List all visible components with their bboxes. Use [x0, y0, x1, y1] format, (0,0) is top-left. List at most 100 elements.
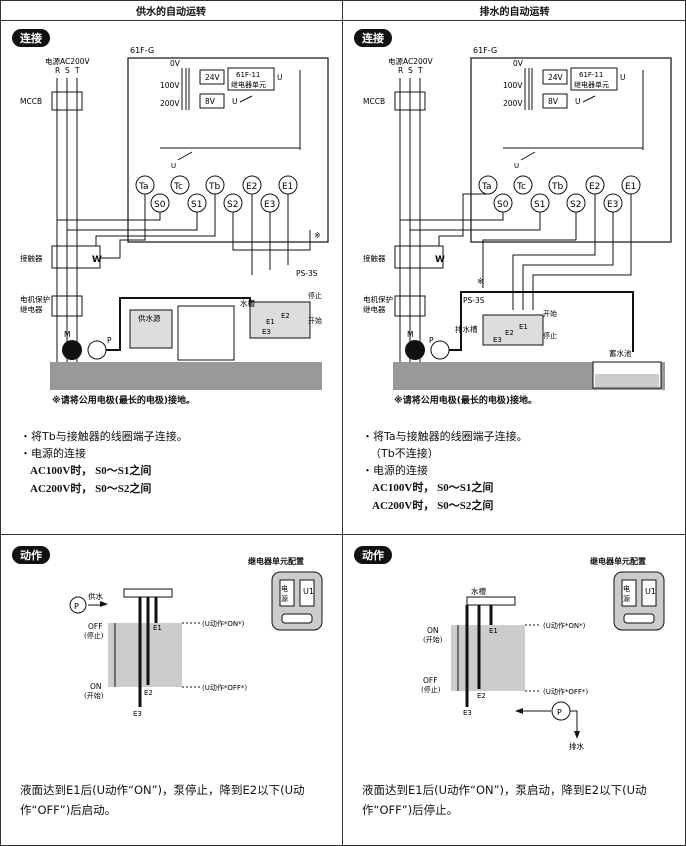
svg-text:T: T	[74, 66, 80, 75]
svg-text:E1: E1	[266, 318, 275, 326]
right-wiring-diagram: 61F-G 0V 100V 200V 24V 8V 61F-11 继电器单元 U…	[363, 46, 672, 390]
svg-text:Tc: Tc	[173, 182, 183, 192]
left-model: 61F-G	[130, 46, 154, 55]
row-divider	[0, 534, 686, 535]
svg-text:T: T	[417, 66, 423, 75]
left-controller-box	[127, 57, 329, 243]
svg-text:U: U	[171, 162, 176, 170]
svg-text:U: U	[277, 73, 283, 82]
svg-text:停止: 停止	[308, 291, 322, 300]
svg-text:E3: E3	[264, 200, 275, 210]
svg-text:100V: 100V	[503, 81, 523, 90]
right-action-label: 动作	[354, 546, 392, 564]
svg-text:U1: U1	[645, 587, 656, 596]
right-action-water	[451, 625, 525, 691]
left-relay-unit	[227, 67, 275, 91]
left-relay-config: 电源 U1	[271, 571, 323, 631]
svg-text:E2: E2	[246, 182, 257, 192]
svg-text:R: R	[55, 66, 60, 75]
svg-text:排水槽: 排水槽	[455, 324, 478, 334]
svg-text:0V: 0V	[170, 59, 181, 68]
svg-text:61F-11: 61F-11	[579, 71, 603, 79]
right-model: 61F-G	[473, 46, 497, 55]
svg-text:供水: 供水	[88, 591, 103, 601]
svg-text:E3: E3	[463, 709, 472, 717]
right-connect-label: 连接	[354, 29, 392, 47]
left-source	[129, 309, 173, 349]
svg-text:P: P	[557, 708, 562, 717]
left-ground-note: ※请将公用电极(最长的电极)接地。	[52, 396, 195, 406]
right-motor-relay	[394, 295, 426, 317]
svg-text:(U动作*OFF*): (U动作*OFF*)	[543, 687, 588, 696]
right-contactor	[394, 245, 444, 269]
svg-text:U: U	[620, 73, 626, 82]
svg-text:E2: E2	[589, 182, 600, 192]
right-motor	[405, 340, 425, 360]
column-divider	[342, 0, 343, 846]
svg-text:E3: E3	[607, 200, 618, 210]
svg-text:E1: E1	[519, 323, 528, 331]
svg-text:电: 电	[281, 584, 288, 593]
svg-text:E2: E2	[144, 689, 153, 697]
svg-text:S0: S0	[497, 200, 509, 210]
left-description: 液面达到E1后(U动作“ON”)，泵停止，降到E2以下(U动作“OFF”)后启动…	[20, 783, 305, 817]
svg-text:8V: 8V	[205, 97, 216, 106]
svg-text:S: S	[408, 66, 413, 75]
right-mccb-label: MCCB	[363, 97, 385, 106]
svg-text:S2: S2	[227, 200, 238, 210]
svg-text:Tb: Tb	[208, 182, 220, 192]
left-wiring-diagram: 61F-G 0V 100V 200V 24V 8V 61F-11 继电器单元 U…	[20, 46, 329, 390]
right-ground-note: ※请将公用电极(最长的电极)接地。	[394, 396, 537, 406]
svg-text:S2: S2	[570, 200, 581, 210]
svg-text:E2: E2	[477, 692, 486, 700]
svg-text:E1: E1	[489, 627, 498, 635]
left-contactor	[51, 245, 101, 269]
left-action-diagram: P 供水 E1 E2 E3 OFF (停止) ON (开始) (U动作*ON*)…	[69, 588, 247, 718]
svg-text:E1: E1	[153, 624, 162, 632]
svg-text:100V: 100V	[160, 81, 180, 90]
svg-text:PS-3S: PS-3S	[463, 296, 485, 305]
right-description: 液面达到E1后(U动作“ON”)，泵启动，降到E2以下(U动作“OFF”)后停止…	[362, 783, 647, 817]
right-relay-config-label: 继电器单元配置	[590, 557, 646, 566]
svg-text:P: P	[107, 336, 112, 345]
left-action-water	[108, 623, 182, 687]
svg-text:E3: E3	[133, 710, 142, 718]
right-action-diagram: 水槽 E1 E2 E3 ON (开始) OFF (停止) (U动作*ON*) (…	[421, 586, 588, 751]
svg-text:开始: 开始	[308, 316, 322, 325]
svg-text:8V: 8V	[548, 97, 559, 106]
svg-text:Ta: Ta	[481, 182, 492, 192]
svg-text:(U动作*ON*): (U动作*ON*)	[202, 619, 245, 628]
svg-text:水槽: 水槽	[240, 298, 255, 308]
svg-text:Ta: Ta	[138, 182, 149, 192]
svg-text:M: M	[407, 330, 413, 339]
svg-text:(停止): (停止)	[421, 685, 441, 694]
svg-text:W: W	[92, 255, 102, 265]
svg-text:继电器单元: 继电器单元	[574, 80, 609, 89]
svg-text:W: W	[435, 255, 445, 265]
right-relay-unit	[570, 67, 618, 91]
svg-text:OFF: OFF	[423, 676, 438, 685]
right-notes: ・将Ta与接触器的线圈端子连接。 （Tb不连接） ・电源的连接 AC100V时，…	[362, 430, 528, 512]
left-action-pump	[69, 596, 87, 614]
svg-text:继电器单元: 继电器单元	[231, 80, 266, 89]
svg-text:电: 电	[623, 584, 630, 593]
right-terminals-top: Ta Tc Tb E2 E1	[478, 175, 641, 195]
svg-text:接触器: 接触器	[20, 253, 43, 263]
left-action-label: 动作	[12, 546, 50, 564]
left-motor	[62, 340, 82, 360]
left-header: 供水的自动运转	[0, 0, 342, 21]
svg-text:(停止): (停止)	[84, 631, 104, 640]
svg-text:※: ※	[314, 231, 321, 240]
right-relay-config: 电源 U1	[613, 571, 665, 631]
left-terminals-bottom: S0 S1 S2 E3	[150, 193, 280, 213]
svg-text:PS-3S: PS-3S	[296, 269, 318, 278]
svg-text:继电器: 继电器	[20, 304, 43, 314]
svg-text:电机保护: 电机保护	[363, 294, 393, 304]
left-pump	[87, 340, 107, 360]
svg-text:E3: E3	[493, 336, 502, 344]
svg-text:E2: E2	[281, 312, 290, 320]
svg-text:E1: E1	[625, 182, 636, 192]
svg-text:200V: 200V	[503, 99, 523, 108]
left-notes: ・将Tb与接触器的线圈端子连接。 ・电源的连接 AC100V时， S0～S1之间…	[20, 430, 188, 495]
